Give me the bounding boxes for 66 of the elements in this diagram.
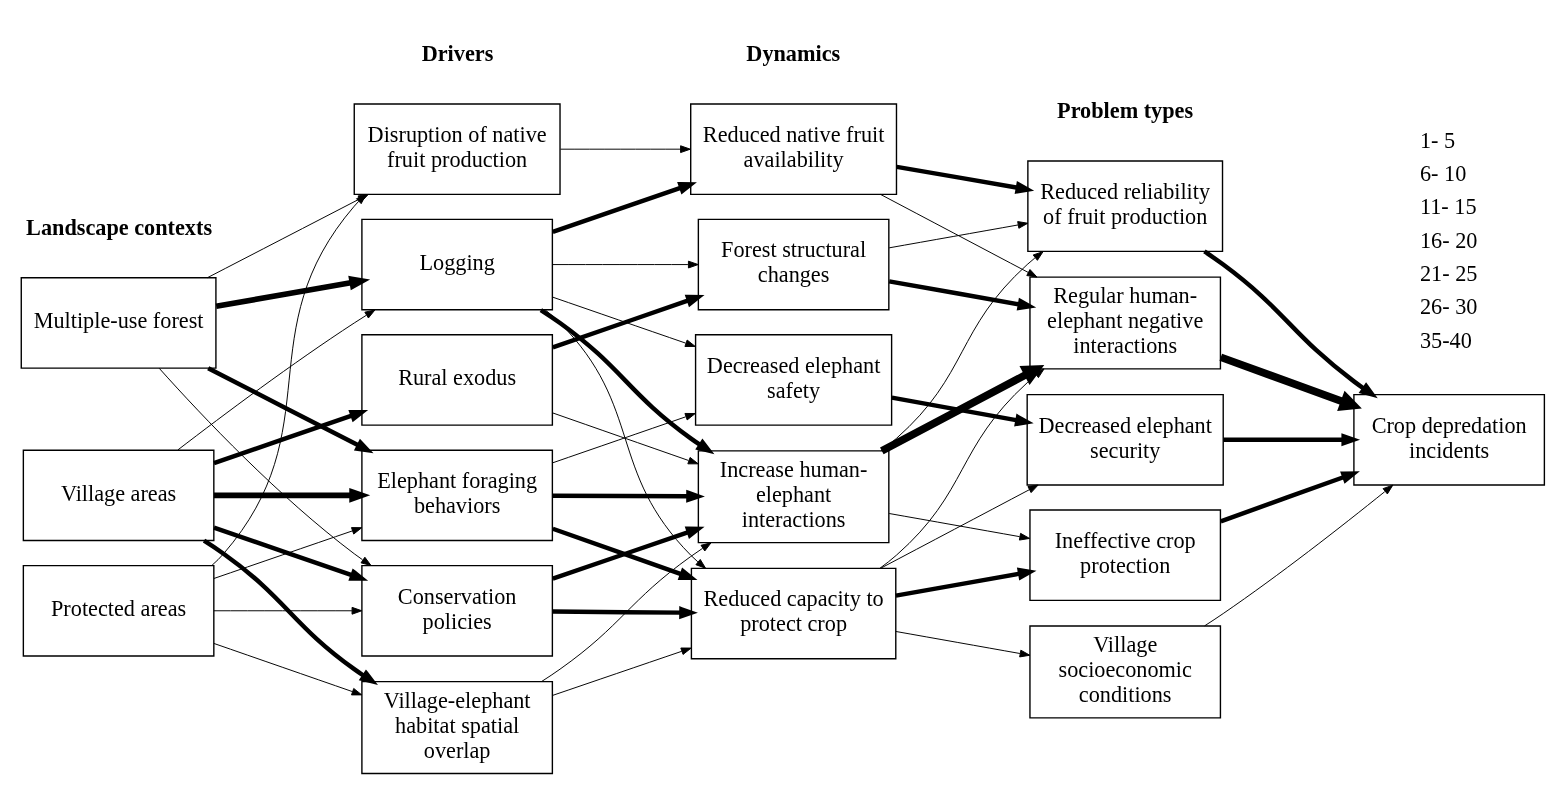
- legend-label: 35-40: [1419, 327, 1472, 353]
- arrow: [888, 512, 1031, 541]
- arrow: [1203, 249, 1378, 398]
- arrow: [880, 193, 1038, 278]
- arrow: [552, 489, 705, 503]
- arrow: [552, 605, 698, 619]
- legend-label: 26- 30: [1419, 293, 1478, 319]
- node-box: Village-elephant habitat spatial overlap: [361, 680, 554, 774]
- arrow: [895, 567, 1037, 598]
- node-box: Protected areas: [22, 564, 215, 657]
- node-box: Reduced reliability of fruit production: [1027, 159, 1224, 252]
- node-box: Reduced capacity to protect crop: [690, 567, 897, 659]
- arrow: [888, 220, 1029, 248]
- node-box: Multiple-use forest: [20, 276, 217, 369]
- arrow: [213, 487, 371, 503]
- arrow: [215, 275, 371, 309]
- arrow: [539, 307, 715, 454]
- legend-label: 6- 10: [1419, 160, 1467, 186]
- arrow: [1204, 484, 1394, 626]
- node-box: Rural exodus: [361, 333, 554, 426]
- node-box: Village areas: [22, 449, 215, 541]
- node-box: Conservation policies: [361, 564, 554, 657]
- node-box: Regular human-elephant negative interactions: [1029, 275, 1222, 370]
- arrow: [158, 367, 372, 566]
- arrow: [888, 278, 1037, 311]
- arrow: [880, 250, 1044, 451]
- arrow: [559, 144, 691, 153]
- arrow: [213, 642, 363, 695]
- arrow: [552, 181, 697, 234]
- label: Problem types: [1057, 97, 1194, 123]
- arrow: [896, 164, 1035, 194]
- arrow: [1223, 432, 1361, 446]
- node-box: Crop depredation incidents: [1353, 393, 1546, 486]
- label: Drivers: [421, 40, 494, 66]
- arrow: [895, 630, 1031, 657]
- node-box: Forest structural changes: [697, 218, 890, 310]
- label: Landscape contexts: [26, 214, 213, 240]
- node-box: Decreased elephant security: [1026, 393, 1224, 486]
- arrow: [880, 484, 1039, 569]
- node-box: Decreased elephant safety: [694, 333, 893, 426]
- legend-label: 1- 5: [1419, 127, 1456, 153]
- arrow: [177, 309, 376, 450]
- arrow: [202, 538, 378, 685]
- node-box: Disruption of native fruit production: [353, 102, 561, 195]
- legend-label: 16- 20: [1419, 227, 1478, 253]
- arrow: [541, 541, 712, 682]
- node-box: Logging: [361, 218, 554, 310]
- arrow: [1220, 470, 1360, 523]
- arrow: [1219, 353, 1362, 411]
- arrow: [880, 364, 1045, 454]
- arrow: [879, 367, 1045, 569]
- node-box: Reduced native fruit availability: [690, 102, 898, 195]
- label: Dynamics: [746, 40, 841, 66]
- arrow: [213, 409, 369, 465]
- arrow: [207, 365, 374, 453]
- arrow: [552, 260, 699, 268]
- legend-label: 21- 25: [1419, 260, 1478, 286]
- legend-label: 11- 15: [1419, 193, 1477, 219]
- node-box: Village socioeconomic conditions: [1029, 624, 1222, 719]
- node-box: Increase human-elephant interactions: [697, 449, 890, 543]
- node-box: Ineffective crop protection: [1029, 508, 1222, 601]
- arrow: [213, 606, 363, 615]
- arrow: [891, 394, 1034, 426]
- node-box: Elephant foraging behaviors: [361, 449, 554, 541]
- arrow: [552, 647, 692, 696]
- arrow: [544, 308, 707, 569]
